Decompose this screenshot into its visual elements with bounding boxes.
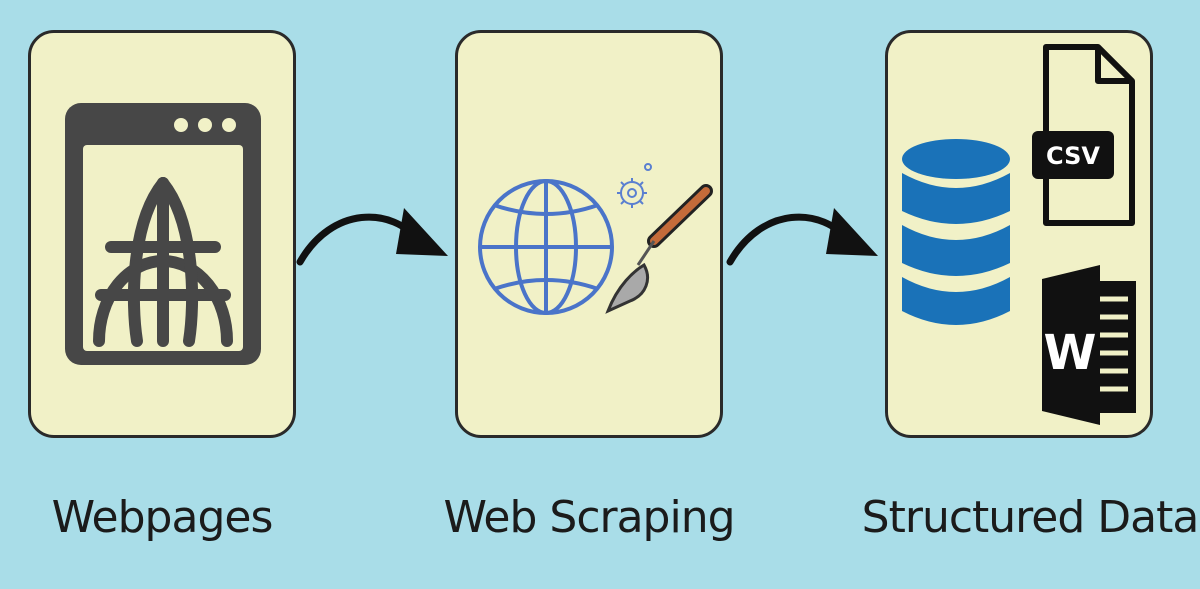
globe-trowel-icon xyxy=(478,163,713,315)
browser-globe-icon xyxy=(65,103,261,365)
structured-data-box: CSV W xyxy=(885,30,1153,438)
word-document-icon xyxy=(1042,265,1136,425)
csv-badge: CSV xyxy=(1046,142,1100,170)
stage-label-web-scraping: Web Scraping xyxy=(443,491,735,543)
arrow-1 xyxy=(296,208,448,266)
arrow-2 xyxy=(726,208,878,266)
database-icon xyxy=(902,139,1010,325)
webpages-box xyxy=(28,30,296,438)
csv-file-icon xyxy=(1032,44,1135,226)
gear-icon xyxy=(617,163,652,208)
word-badge: W xyxy=(1044,325,1097,381)
stage-label-structured-data: Structured Data xyxy=(861,491,1200,543)
web-scraping-box xyxy=(455,30,723,438)
stage-label-webpages: Webpages xyxy=(51,491,274,543)
database-csv-word-icon: CSV W xyxy=(902,44,1136,425)
trowel-icon xyxy=(605,184,713,314)
